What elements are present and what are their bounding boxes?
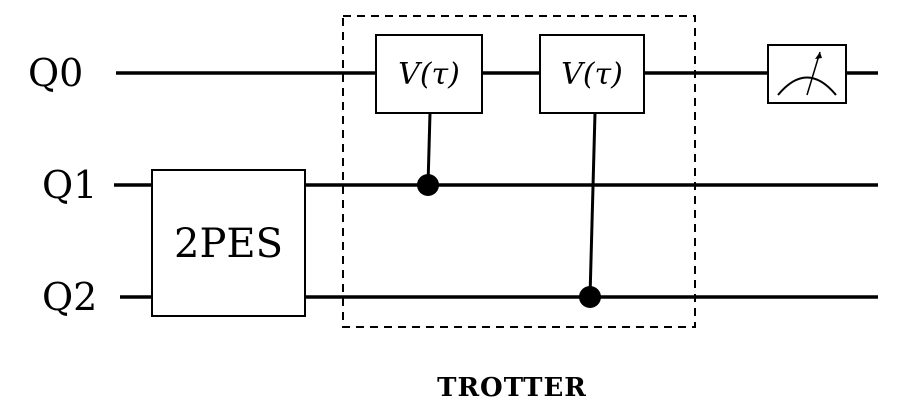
qubit-label-q2: Q2 — [42, 275, 97, 319]
qubit-label-q1: Q1 — [42, 163, 97, 207]
state-prep-box — [151, 169, 306, 317]
gate-v-tau-1-label: V(τ) — [398, 57, 460, 92]
qubit-label-q0: Q0 — [28, 51, 83, 95]
trotter-caption: TROTTER — [437, 373, 587, 403]
control-line-2 — [588, 112, 597, 298]
gate-v-tau-2-label: V(τ) — [561, 57, 623, 92]
control-dot-q1 — [417, 174, 439, 196]
state-prep-label: 2PES — [174, 221, 283, 267]
meter-icon — [767, 44, 847, 104]
gate-v-tau-1 — [375, 34, 483, 114]
control-line-1 — [426, 112, 432, 186]
gate-v-tau-2 — [539, 34, 645, 114]
trotter-block — [342, 15, 696, 328]
control-dot-q2 — [579, 286, 601, 308]
